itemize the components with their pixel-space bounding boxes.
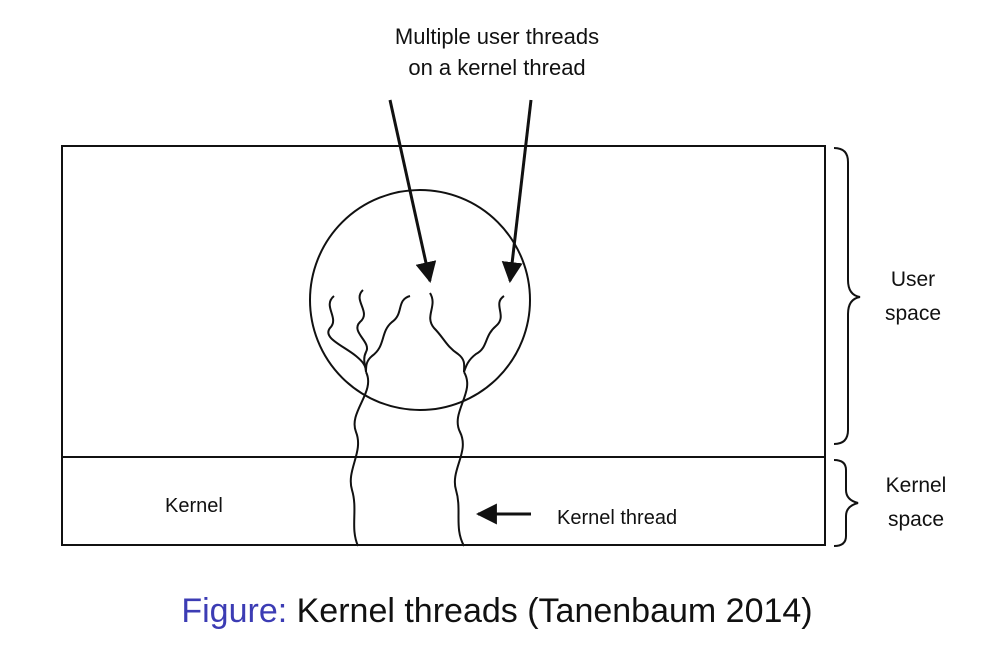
kernel-space-label-line-1: Kernel [886,474,947,497]
user-space-brace [833,147,861,445]
kernel-space-box [61,456,826,546]
user-thread-3 [365,295,411,373]
caption-prefix: Figure: [181,592,287,630]
process-circle [309,189,531,411]
figure-caption: Figure: Kernel threads (Tanenbaum 2014) [181,592,812,630]
user-thread-5 [463,295,505,373]
user-threads [327,289,505,373]
kernel-space-label-line-2: space [888,508,944,531]
user-thread-1 [327,295,367,373]
kernel-thread-line-2 [453,371,469,547]
user-thread-4 [429,292,466,373]
user-thread-2 [356,289,369,373]
pointer-arrow-right [501,99,533,284]
user-space-label-line-1: User [891,268,935,291]
annotation-line-2: on a kernel thread [408,55,585,80]
user-space-label-line-2: space [885,302,941,325]
annotation-line-1: Multiple user threads [395,24,599,49]
kernel-label: Kernel [165,495,223,517]
kernel-thread-label: Kernel thread [557,507,677,529]
kernel-thread-line-1 [349,371,370,547]
kernel-space-brace [833,459,859,547]
caption-text: Kernel threads (Tanenbaum 2014) [287,592,812,630]
kernel-threads [349,371,469,547]
